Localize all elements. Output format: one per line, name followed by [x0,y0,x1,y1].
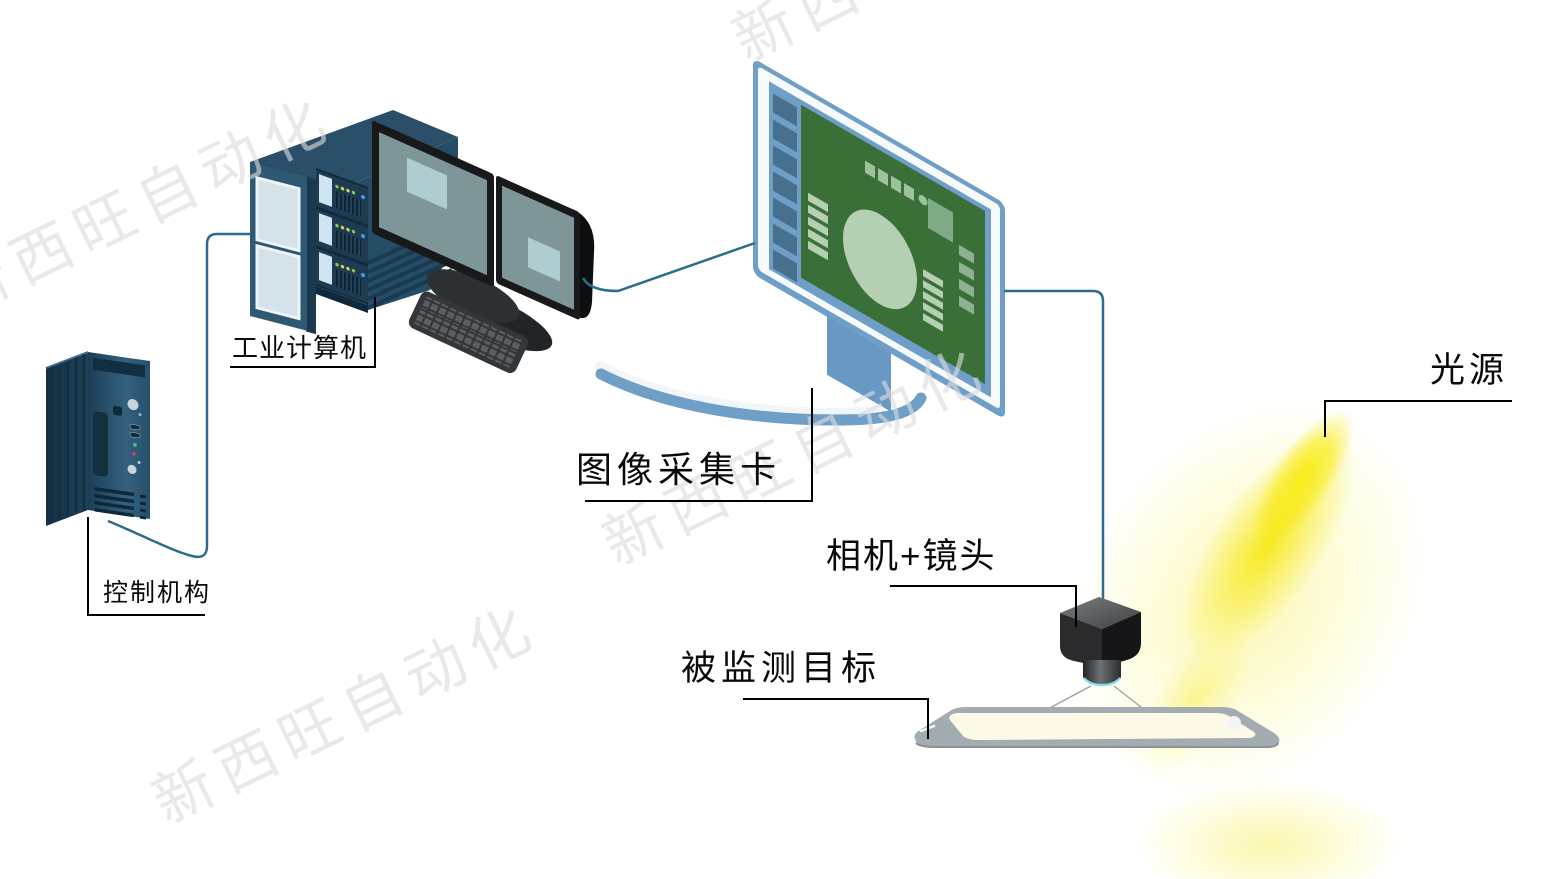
label-monitored-target: 被监测目标 [681,649,882,688]
label-industrial-computer: 工业计算机 [232,333,368,363]
label-light-source: 光源 [1430,351,1509,390]
tower-drive-bay [93,411,108,477]
tower-reset-button [127,464,137,474]
light-source-glow [1065,399,1431,879]
camera-lens-barrel [1083,660,1121,684]
label-control-mechanism: 控制机构 [103,579,212,607]
label-line-image-capture-card [585,388,813,502]
target-panel [914,707,1280,748]
camera-with-lens [1060,597,1141,687]
capture-card-monitor [595,60,1005,426]
monitor-neck [827,314,891,412]
label-line-industrial-computer [230,297,376,368]
left-monitor [372,121,494,287]
label-line-control-mechanism [87,517,205,616]
cable-monitors-to-capture-monitor [581,241,756,293]
monitor-bezel-slots [773,93,797,283]
server-rack-units [316,168,368,305]
cables [107,232,1105,617]
label-line-camera-lens [890,585,1077,627]
keyboard [408,291,529,374]
cable-tower-to-server [107,232,251,559]
label-line-monitored-target [743,698,929,739]
target-panel-home-button [1227,716,1241,730]
label-line-light-source [1324,400,1512,437]
target-panel-screen [949,713,1256,740]
industrial-computer-server [250,110,458,335]
server-door [250,162,316,335]
tower-vents [94,487,146,520]
label-image-capture-card: 图像采集卡 [576,449,782,490]
control-tower [45,351,150,526]
cable-capture-monitor-to-camera [1004,289,1105,617]
dual-monitors [372,121,595,374]
camera-fov-lines [1043,685,1147,712]
label-camera-lens: 相机+镜头 [826,537,997,576]
tower-power-button [127,399,139,411]
right-monitor [496,176,580,320]
